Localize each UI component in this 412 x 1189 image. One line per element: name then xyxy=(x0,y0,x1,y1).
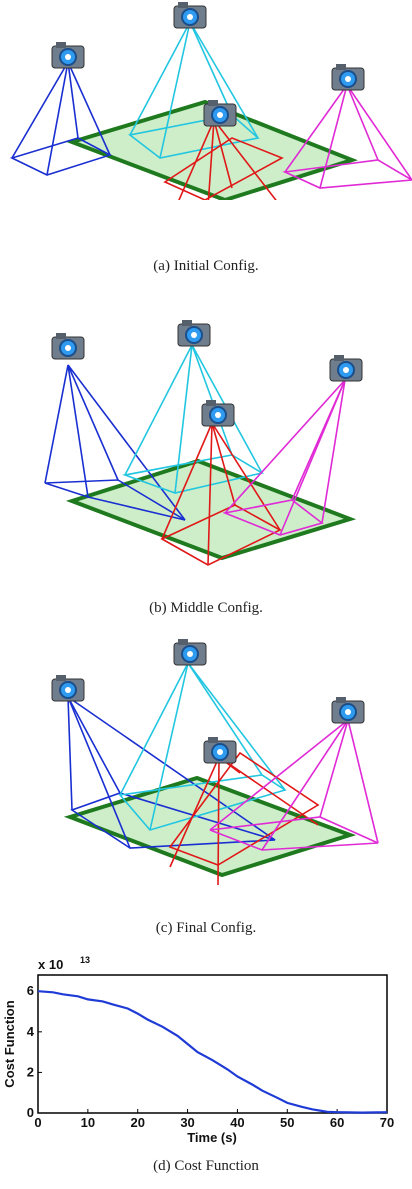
camera-icon xyxy=(331,697,365,724)
cost-function-chart: x 10 13 0 10 20 30 40 50 60 70 0 2 4 6 Time (s) Co… xyxy=(2,955,394,1145)
caption-b: (b) Middle Config. xyxy=(149,600,263,616)
y-multiplier: x 10 xyxy=(38,957,63,972)
camera-icon xyxy=(203,100,237,127)
camera-magenta-frustum xyxy=(209,719,379,851)
scene-initial-config xyxy=(9,2,412,200)
panel-cost-function: x 10 13 0 10 20 30 40 50 60 70 0 2 4 6 Time (s) Co… xyxy=(0,955,412,1150)
x-tick-label: 40 xyxy=(230,1115,244,1130)
x-tick-label: 20 xyxy=(130,1115,144,1130)
y-tick-label: 0 xyxy=(27,1105,34,1120)
ground-plane xyxy=(63,775,357,878)
camera-magenta-frustum xyxy=(222,379,346,536)
camera-red-frustum xyxy=(168,751,320,886)
camera-icon xyxy=(51,42,85,69)
panel-initial-config xyxy=(0,0,412,200)
x-tick-label: 60 xyxy=(330,1115,344,1130)
x-tick-label: 0 xyxy=(34,1115,41,1130)
x-tick-label: 10 xyxy=(81,1115,95,1130)
y-axis-label: Cost Function xyxy=(2,1000,17,1087)
scene-middle-config xyxy=(44,320,363,566)
camera-cyan-frustum xyxy=(128,21,260,159)
camera-blue-frustum xyxy=(67,696,276,849)
camera-red-frustum xyxy=(160,422,282,566)
caption-a: (a) Initial Config. xyxy=(153,258,259,274)
camera-blue-frustum xyxy=(9,61,113,176)
camera-icon xyxy=(203,737,237,764)
plot-area xyxy=(37,974,388,1114)
camera-icon xyxy=(51,675,85,702)
caption-c: (c) Final Config. xyxy=(155,920,257,936)
y-tick-label: 2 xyxy=(27,1064,34,1079)
scene-final-config xyxy=(51,639,379,886)
camera-icon xyxy=(51,333,85,360)
camera-blue-frustum xyxy=(44,364,186,521)
camera-icon xyxy=(331,64,365,91)
panel-final-config xyxy=(0,635,412,900)
camera-magenta-frustum xyxy=(282,84,412,189)
camera-icon xyxy=(173,2,207,29)
y-tick-label: 6 xyxy=(27,983,34,998)
camera-red-frustum xyxy=(163,119,284,200)
camera-cyan-frustum xyxy=(118,662,287,831)
camera-icon xyxy=(173,639,207,666)
y-multiplier-exponent: 13 xyxy=(80,955,90,965)
x-axis-label: Time (s) xyxy=(187,1130,237,1145)
x-tick-label: 70 xyxy=(380,1115,394,1130)
x-tick-label: 30 xyxy=(180,1115,194,1130)
panel-middle-config xyxy=(0,315,412,575)
y-tick-label: 4 xyxy=(27,1024,35,1039)
y-axis-ticks: 0 2 4 6 xyxy=(27,983,42,1120)
camera-icon xyxy=(329,355,363,382)
x-axis-ticks: 0 10 20 30 40 50 60 70 xyxy=(34,1109,394,1130)
camera-icon xyxy=(177,320,211,347)
camera-icon xyxy=(201,400,235,427)
x-tick-label: 50 xyxy=(280,1115,294,1130)
cost-curve-line xyxy=(37,990,388,1114)
caption-d: (d) Cost Function xyxy=(153,1158,259,1174)
